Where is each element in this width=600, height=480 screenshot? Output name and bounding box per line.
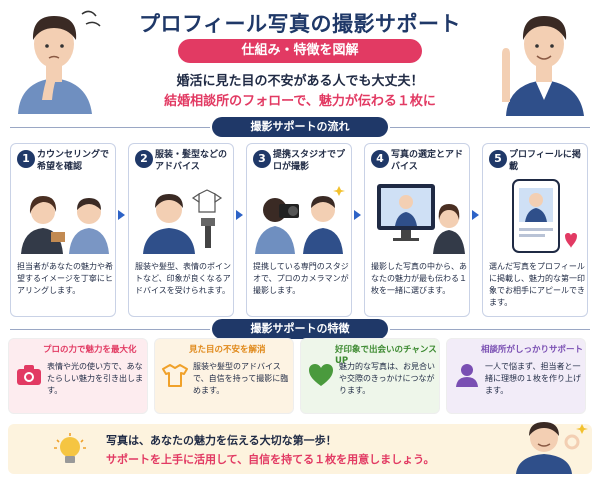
step-number: 4 bbox=[371, 150, 389, 168]
features-rule-left bbox=[10, 329, 210, 330]
counseling-illustration bbox=[21, 196, 109, 254]
lead-line-1: 婚活に見た目の不安がある人でも大丈夫！ bbox=[176, 74, 424, 89]
feature-description: 一人で悩まず、担当者と一緒に理想の１枚を作り上げます。 bbox=[485, 362, 581, 395]
feature-description: 表情や光の使い方で、あなたらしい魅力を引き出します。 bbox=[47, 362, 143, 395]
bottom-message-line-2: サポートを上手に活用して、自信を持てる１枚を用意しましょう。 bbox=[106, 453, 435, 466]
ok-sign-man-illustration bbox=[516, 422, 588, 474]
flow-step-5: 5 プロフィールに掲載 選んだ写真をプロフィールに掲載し、魅力的な第一印象でお相… bbox=[482, 143, 588, 317]
bottom-message-line-1: 写真は、あなたの魅力を伝える大切な第一歩！ bbox=[106, 434, 337, 447]
flow-arrow-1 bbox=[118, 210, 125, 220]
feature-card-2: 見た目の不安を解消 服装や髪型のアドバイスで、自信を持って撮影に臨めます。 bbox=[154, 338, 294, 414]
flow-step-3: 3 提携スタジオでプロが撮影 提携している専門のスタジオで、プロのカメラマンが撮… bbox=[246, 143, 352, 317]
step-title: プロフィールに掲載 bbox=[509, 150, 581, 172]
worried-man-illustration bbox=[18, 10, 101, 114]
feature-card-4: 相談所がしっかりサポート 一人で悩まず、担当者と一緒に理想の１枚を作り上げます。 bbox=[446, 338, 586, 414]
bottom-message-box: 写真は、あなたの魅力を伝える大切な第一歩！ サポートを上手に活用して、自信を持て… bbox=[8, 422, 592, 474]
feature-card-3: 好印象で出会いのチャンスUP 魅力的な写真は、お見合いや交際のきっかけにつながり… bbox=[300, 338, 440, 414]
flow-arrow-3 bbox=[354, 210, 361, 220]
flow-step-4: 4 写真の選定とアドバイス 撮影した写真の中から、あなたの魅力が最も伝わる１枚を… bbox=[364, 143, 470, 317]
camera-icon bbox=[17, 365, 41, 385]
shirt-icon bbox=[162, 364, 188, 387]
step-number: 5 bbox=[489, 150, 507, 168]
step-number: 2 bbox=[135, 150, 153, 168]
flow-rule-left bbox=[10, 127, 210, 128]
lead-line-2: 結婚相談所のフォローで、魅力が伝わる１枚に bbox=[164, 94, 436, 109]
feature-description: 魅力的な写真は、お見合いや交際のきっかけにつながります。 bbox=[339, 362, 435, 395]
flow-arrow-4 bbox=[472, 210, 479, 220]
features-rule-right bbox=[390, 329, 590, 330]
page-title: プロフィール写真の撮影サポート bbox=[138, 12, 462, 36]
profile-phone-illustration bbox=[512, 179, 577, 253]
step-title: 写真の選定とアドバイス bbox=[391, 150, 464, 172]
photo-selection-illustration bbox=[377, 184, 465, 254]
step-number: 3 bbox=[253, 150, 271, 168]
step-title: 服装・髪型などのアドバイス bbox=[155, 150, 228, 172]
subtitle-badge: 仕組み・特徴を図解 bbox=[178, 39, 422, 63]
feature-card-1: プロの力で魅力を最大化 表情や光の使い方で、あなたらしい魅力を引き出します。 bbox=[8, 338, 148, 414]
feature-title: 相談所がしっかりサポート bbox=[481, 345, 584, 355]
features-section-label: 撮影サポートの特徴 bbox=[212, 319, 388, 339]
step-description: 提携している専門のスタジオで、プロのカメラマンが撮影します。 bbox=[253, 262, 349, 295]
step-description: 担当者があなたの魅力や希望するイメージを丁寧にヒアリングします。 bbox=[17, 262, 113, 295]
flow-arrow-2 bbox=[236, 210, 243, 220]
feature-title: 見た目の不安を解消 bbox=[189, 345, 266, 355]
styling-advice-illustration bbox=[143, 189, 223, 254]
step-description: 服装や髪型、表情のポイントなど、印象が良くなるアドバイスを受けられます。 bbox=[135, 262, 231, 295]
feature-title: 好印象で出会いのチャンスUP bbox=[335, 345, 437, 366]
step-description: 選んだ写真をプロフィールに掲載し、魅力的な第一印象でお相手にアピールできます。 bbox=[489, 262, 585, 307]
feature-title: プロの力で魅力を最大化 bbox=[43, 345, 137, 355]
flow-step-1: 1 カウンセリングで希望を確認 担当者があなたの魅力や希望するイメージを丁寧にヒ… bbox=[10, 143, 116, 317]
step-title: 提携スタジオでプロが撮影 bbox=[273, 150, 346, 172]
pointing-man-illustration bbox=[502, 16, 584, 116]
step-title: カウンセリングで希望を確認 bbox=[37, 150, 110, 172]
flow-rule-right bbox=[390, 127, 590, 128]
feature-description: 服装や髪型のアドバイスで、自信を持って撮影に臨めます。 bbox=[193, 362, 289, 395]
person-icon bbox=[456, 364, 478, 387]
flow-step-2: 2 服装・髪型などのアドバイス 服装や髪型、表情のポイントなど、印象が良くなるア… bbox=[128, 143, 234, 317]
step-description: 撮影した写真の中から、あなたの魅力が最も伝わる１枚を一緒に選びます。 bbox=[371, 262, 467, 295]
flow-section-label: 撮影サポートの流れ bbox=[212, 117, 388, 137]
header: プロフィール写真の撮影サポート 仕組み・特徴を図解 婚活に見た目の不安がある人で… bbox=[0, 0, 600, 118]
studio-photoshoot-illustration bbox=[255, 186, 345, 254]
lightbulb-icon bbox=[54, 433, 86, 463]
heart-icon bbox=[309, 364, 333, 386]
step-number: 1 bbox=[17, 150, 35, 168]
